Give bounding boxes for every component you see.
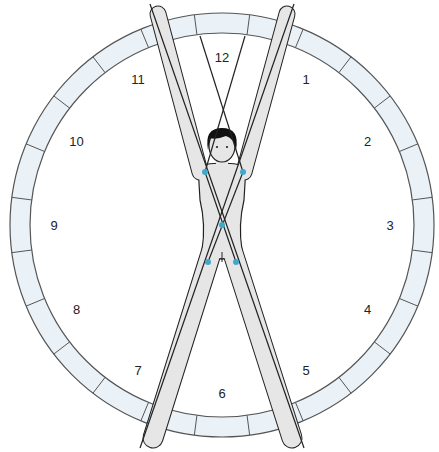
marker-dot bbox=[219, 222, 225, 228]
ring-tick bbox=[295, 29, 303, 47]
clock-number: 8 bbox=[73, 303, 80, 316]
ring-tick bbox=[93, 57, 105, 73]
clock-number: 10 bbox=[69, 135, 83, 148]
left-leg bbox=[153, 250, 212, 438]
right-leg-outline bbox=[232, 250, 292, 438]
body-line bbox=[208, 172, 243, 262]
ring-tick bbox=[141, 29, 149, 47]
eye bbox=[226, 146, 228, 148]
ring-tick bbox=[194, 415, 197, 435]
right-arm bbox=[244, 14, 287, 172]
clock-number: 6 bbox=[218, 387, 225, 400]
ring-tick bbox=[247, 15, 250, 35]
reference-lines bbox=[140, 4, 304, 448]
ring-tick bbox=[26, 144, 44, 152]
chest-line bbox=[205, 36, 245, 172]
diagonal-line bbox=[150, 4, 304, 448]
clock-number: 3 bbox=[386, 219, 393, 232]
left-leg-outline bbox=[153, 250, 212, 438]
ring-tick bbox=[399, 144, 417, 152]
ring-tick bbox=[374, 342, 390, 354]
right-leg bbox=[232, 250, 292, 438]
figure-fill bbox=[153, 14, 292, 438]
clock-number: 7 bbox=[134, 364, 141, 377]
clock-number: 11 bbox=[131, 73, 145, 86]
marker-dot bbox=[205, 259, 211, 265]
chest-line bbox=[200, 36, 243, 172]
right-arm-outline bbox=[244, 14, 287, 172]
ring-tick bbox=[339, 57, 351, 73]
ring-tick bbox=[12, 197, 32, 200]
clock-number: 2 bbox=[364, 135, 371, 148]
ring-tick bbox=[26, 298, 44, 306]
ring-tick bbox=[247, 415, 250, 435]
ring-tick bbox=[412, 250, 432, 253]
left-arm bbox=[158, 14, 200, 172]
diagonal-line bbox=[140, 4, 294, 448]
human-figure bbox=[153, 14, 292, 438]
marker-dot bbox=[233, 259, 239, 265]
figure-outline bbox=[153, 14, 292, 438]
marker-dot bbox=[240, 169, 246, 175]
ring-tick bbox=[399, 298, 417, 306]
ring-tick bbox=[93, 377, 105, 393]
clock-number: 5 bbox=[302, 364, 309, 377]
clock-number: 1 bbox=[302, 73, 309, 86]
ring-tick bbox=[412, 197, 432, 200]
leg-split bbox=[222, 252, 223, 262]
ring-tick bbox=[54, 96, 70, 108]
clock-band bbox=[10, 13, 434, 437]
left-arm-outline bbox=[158, 14, 200, 172]
ring-tick bbox=[12, 250, 32, 253]
marker-dots bbox=[202, 169, 246, 265]
ring-tick bbox=[194, 15, 197, 35]
clock-number: 4 bbox=[364, 303, 371, 316]
ring-tick bbox=[54, 342, 70, 354]
clock-ring bbox=[10, 13, 434, 437]
body-line bbox=[205, 172, 236, 262]
ring-tick bbox=[374, 96, 390, 108]
clock-number: 12 bbox=[215, 51, 229, 64]
ring-tick bbox=[141, 402, 149, 420]
ring-tick bbox=[339, 377, 351, 393]
marker-dot bbox=[202, 169, 208, 175]
eye bbox=[216, 146, 218, 148]
clock-number: 9 bbox=[50, 219, 57, 232]
